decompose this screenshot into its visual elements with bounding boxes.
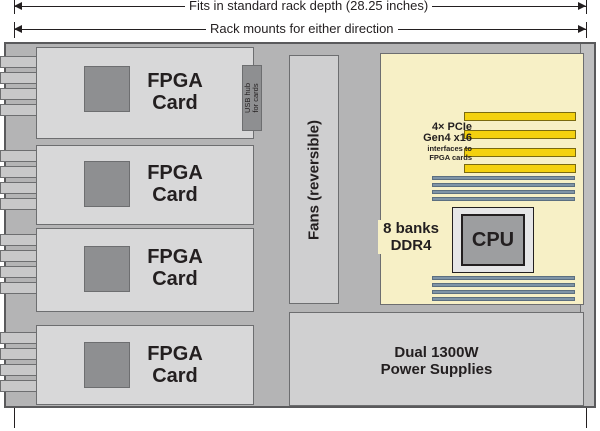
dimm-slot [432,290,575,294]
pcie-slot [464,112,576,121]
psu-label-line2: Power Supplies [380,361,493,378]
card-label-line2: Card [152,184,198,206]
ddr-label: 8 banks DDR4 [378,220,444,254]
pcie-label-line1: 4× PCIe [431,121,472,133]
depth-label: Fits in standard rack depth (28.25 inche… [185,0,433,14]
card-label-line1: FPGA [147,246,203,268]
cpu-socket: CPU [452,207,534,273]
left-rack-ear [14,408,15,428]
psu-label-line1: Dual 1300W [394,344,479,361]
dimm-slot [432,190,575,194]
pcie-label-line2: Gen4 x16 [423,132,472,144]
dimm-slot [432,276,575,280]
ddr-label-line1: 8 banks [383,220,439,237]
dimm-slot [432,283,575,287]
card-label-line1: FPGA [147,343,203,365]
right-rack-ear [586,408,587,428]
usb-hub-line2: for cards [251,83,260,113]
cpu-label: CPU [471,228,515,251]
card-label-line1: FPGA [147,162,203,184]
fpga-chip-icon [84,342,130,388]
usb-hub: USB hub for cards [242,65,262,131]
mount-label: Rack mounts for either direction [206,21,398,37]
dimm-slot [432,183,575,187]
pcie-slot [464,130,576,139]
card-label-line2: Card [152,92,198,114]
pcie-label-line4: FPGA cards [429,153,472,162]
card-label-line2: Card [152,268,198,290]
cpu-chip: CPU [461,214,525,266]
pcie-label: 4× PCIe Gen4 x16 interfaces to FPGA card… [384,121,472,163]
pcie-label-line3: interfaces to [427,144,472,153]
fpga-chip-icon [84,161,130,207]
dimm-slot [432,197,575,201]
dimm-slot [432,297,575,301]
ddr-label-line2: DDR4 [390,237,432,254]
card-label-line1: FPGA [147,70,203,92]
pcie-slot [464,164,576,173]
fpga-chip-icon [84,246,130,292]
fans-label: Fans (reversible) [305,119,323,240]
pcie-slot [464,148,576,157]
fans-module: Fans (reversible) [289,55,339,304]
fpga-chip-icon [84,66,130,112]
power-supplies: Dual 1300W Power Supplies [289,312,584,406]
card-label-line2: Card [152,365,198,387]
dimm-slot [432,176,575,180]
